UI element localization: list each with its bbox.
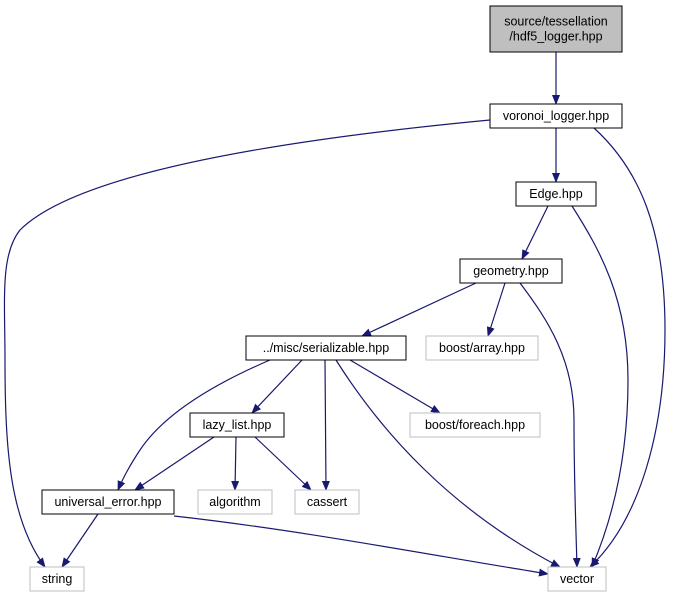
node-label-string: string: [42, 572, 73, 586]
node-layer: source/tessellation/hdf5_logger.hppvoron…: [29, 5, 623, 592]
edge-lazy_list-to-cassert: [254, 436, 312, 491]
node-box-boost_foreach: [409, 412, 541, 438]
node-box-boost_array: [425, 335, 539, 361]
node-box-serializable: [245, 335, 407, 361]
node-box-voronoi_logger: [489, 103, 623, 129]
node-edge[interactable]: Edge.hpp: [515, 181, 597, 207]
node-label-serializable: ../misc/serializable.hpp: [263, 341, 389, 355]
node-box-universal_error: [41, 489, 175, 515]
edge-serializable-to-vector: [335, 359, 561, 568]
node-box-string: [29, 566, 85, 592]
node-box-algorithm: [197, 489, 273, 515]
node-label-lazy_list: lazy_list.hpp: [203, 418, 272, 432]
edge-geometry-to-serializable: [361, 282, 477, 337]
edge-voronoi_logger-to-string: [3, 119, 491, 568]
node-box-geometry: [459, 258, 563, 284]
node-box-cassert: [294, 489, 360, 515]
node-label-boost_foreach: boost/foreach.hpp: [425, 418, 525, 432]
edge-serializable-to-boost_foreach: [349, 359, 441, 414]
node-lazy_list[interactable]: lazy_list.hpp: [189, 412, 285, 438]
node-geometry[interactable]: geometry.hpp: [459, 258, 563, 284]
edge-layer: [3, 52, 666, 577]
node-box-root: [489, 5, 623, 53]
edge-serializable-to-cassert: [321, 359, 330, 491]
node-label-cassert: cassert: [307, 495, 348, 509]
node-label-algorithm: algorithm: [209, 495, 260, 509]
edge-edge-to-vector: [571, 205, 629, 568]
node-root[interactable]: source/tessellation/hdf5_logger.hpp: [489, 5, 623, 53]
edge-serializable-to-lazy_list: [251, 359, 303, 414]
edge-universal_error-to-string: [61, 513, 99, 568]
node-label-vector: vector: [560, 572, 594, 586]
node-universal_error[interactable]: universal_error.hpp: [41, 489, 175, 515]
node-boost_array[interactable]: boost/array.hpp: [425, 335, 539, 361]
node-label-root: /hdf5_logger.hpp: [509, 30, 602, 44]
edge-serializable-to-universal_error: [117, 359, 271, 491]
edge-lazy_list-to-universal_error: [134, 436, 215, 491]
node-label-geometry: geometry.hpp: [473, 264, 549, 278]
node-label-voronoi_logger: voronoi_logger.hpp: [503, 109, 609, 123]
edge-edge-to-geometry: [521, 205, 549, 260]
node-label-boost_array: boost/array.hpp: [439, 341, 525, 355]
node-vector[interactable]: vector: [547, 566, 607, 592]
node-algorithm[interactable]: algorithm: [197, 489, 273, 515]
node-cassert[interactable]: cassert: [294, 489, 360, 515]
node-label-edge: Edge.hpp: [529, 187, 583, 201]
node-string[interactable]: string: [29, 566, 85, 592]
node-serializable[interactable]: ../misc/serializable.hpp: [245, 335, 407, 361]
node-box-edge: [515, 181, 597, 207]
edge-geometry-to-boost_array: [486, 282, 506, 337]
node-boost_foreach[interactable]: boost/foreach.hpp: [409, 412, 541, 438]
node-box-vector: [547, 566, 607, 592]
edge-lazy_list-to-algorithm: [231, 436, 240, 491]
edge-geometry-to-vector: [519, 282, 581, 568]
edge-voronoi_logger-to-vector: [589, 127, 666, 568]
node-box-lazy_list: [189, 412, 285, 438]
node-label-root: source/tessellation: [504, 15, 608, 29]
node-label-universal_error: universal_error.hpp: [54, 495, 161, 509]
edge-universal_error-to-vector: [173, 515, 549, 577]
node-voronoi_logger[interactable]: voronoi_logger.hpp: [489, 103, 623, 129]
